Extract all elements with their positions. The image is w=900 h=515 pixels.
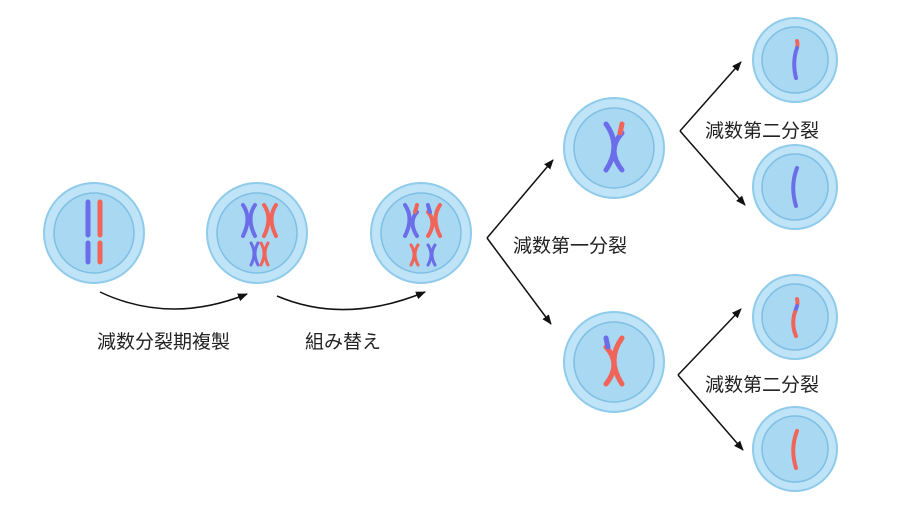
arrow-branch-down: [486, 237, 552, 325]
cell-meiosis1-lower: [563, 311, 665, 413]
arrow-upper-to-cell-a: [679, 61, 742, 132]
cell-final-1: [752, 17, 838, 103]
cell-final-2: [752, 144, 838, 230]
cell-final-3: [752, 274, 838, 360]
chromatid-x-blue: [603, 121, 625, 173]
chromatid-x-small-blue: [426, 243, 437, 267]
cell-meiosis1-upper: [563, 97, 665, 199]
chromatid-x-small-red: [409, 243, 420, 267]
arrow-lower-to-cell-d: [677, 374, 744, 451]
chromatid-x-blue-recombined: [403, 203, 419, 238]
arrow-lower-to-cell-c: [677, 308, 742, 376]
chromatid-x-small-blue: [249, 241, 260, 267]
label-meiosis-two-bottom: 減数第二分裂: [705, 374, 820, 396]
cell-replicated: [206, 182, 308, 284]
chromosome-blue: [791, 166, 799, 208]
chromosome-red-blue-tip: [791, 297, 800, 338]
chromatid-x-red: [262, 203, 278, 238]
label-meiosis-one: 減数第一分裂: [513, 235, 628, 257]
arrow-recombination: [276, 291, 426, 311]
arrow-replication: [99, 291, 248, 310]
chromosome-blue-red-tip: [792, 39, 800, 80]
chromosome-red: [791, 429, 799, 470]
cell-initial: [43, 182, 145, 284]
chromatid-x-red: [603, 335, 625, 387]
chromatid-x-red-recombined: [426, 203, 442, 238]
label-meiosis-two-top: 減数第二分裂: [705, 120, 820, 142]
cell-recombined: [370, 182, 472, 284]
cell-final-4: [752, 406, 838, 492]
label-premeiotic-replication: 減数分裂期複製: [97, 331, 231, 353]
chromatid-x-small-red: [259, 241, 270, 267]
arrow-upper-to-cell-b: [679, 130, 746, 206]
label-recombination: 組み替え: [305, 331, 382, 353]
chromatid-x-blue: [241, 203, 257, 238]
arrow-branch-up: [486, 159, 554, 239]
